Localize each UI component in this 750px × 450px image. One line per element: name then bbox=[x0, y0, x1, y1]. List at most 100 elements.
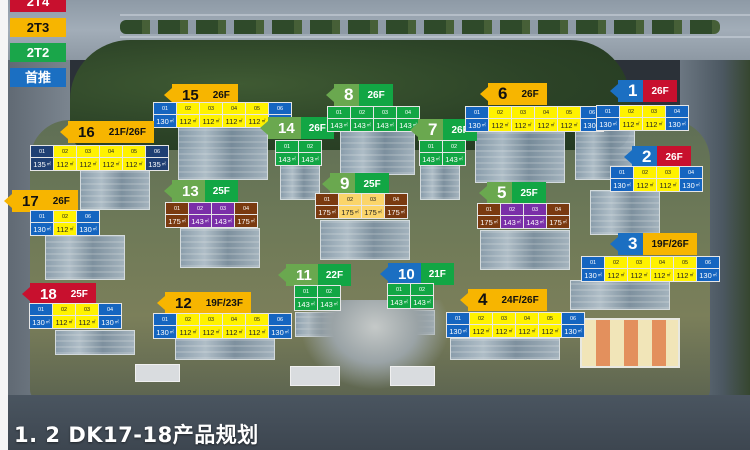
unit-area-value: 143 bbox=[503, 217, 516, 227]
area-unit: ㎡ bbox=[215, 329, 220, 334]
unit-area-value: 143 bbox=[214, 216, 227, 226]
unit-area-value: 130 bbox=[682, 180, 695, 190]
tower-2 bbox=[590, 190, 660, 235]
building-number: 13 bbox=[172, 180, 205, 202]
unit-code: 02 bbox=[177, 314, 199, 325]
tower-18 bbox=[55, 330, 135, 355]
area-unit: ㎡ bbox=[204, 218, 209, 223]
floor-count: 22F bbox=[317, 264, 352, 286]
area-unit: ㎡ bbox=[377, 209, 382, 214]
unit-area-value: 143 bbox=[422, 154, 435, 164]
tree-row bbox=[120, 20, 720, 34]
unit-area-value: 130 bbox=[468, 120, 481, 130]
unit-area-value: 143 bbox=[445, 154, 458, 164]
unit-area-value: 112 bbox=[56, 224, 69, 234]
tower-12 bbox=[175, 338, 275, 360]
bottom-road bbox=[0, 395, 750, 450]
unit-code: 02 bbox=[470, 313, 492, 324]
unit-code: 05 bbox=[246, 103, 268, 114]
unit-code: 04 bbox=[223, 314, 245, 325]
unit-area-value: 112 bbox=[225, 327, 238, 337]
low-building bbox=[390, 366, 435, 386]
unit-area-value: 112 bbox=[125, 159, 138, 169]
floor-count: 26F bbox=[643, 80, 677, 102]
unit-code: 04 bbox=[99, 304, 121, 315]
unit-area-value: 130 bbox=[156, 327, 169, 337]
area-unit: ㎡ bbox=[354, 209, 359, 214]
area-unit: ㎡ bbox=[458, 156, 463, 161]
area-unit: ㎡ bbox=[597, 272, 602, 277]
unit-area-value: 112 bbox=[607, 270, 620, 280]
area-unit: ㎡ bbox=[192, 329, 197, 334]
unit-code: 01 bbox=[154, 314, 176, 325]
tower-17 bbox=[45, 235, 125, 280]
unit-code: 01 bbox=[31, 146, 53, 157]
area-unit: ㎡ bbox=[333, 301, 338, 306]
building-number: 17 bbox=[12, 190, 45, 212]
unit-area-value: 143 bbox=[413, 297, 426, 307]
area-unit: ㎡ bbox=[91, 319, 96, 324]
area-unit: ㎡ bbox=[527, 122, 532, 127]
area-unit: ㎡ bbox=[620, 272, 625, 277]
area-unit: ㎡ bbox=[69, 226, 74, 231]
floor-count: 25F bbox=[62, 283, 96, 305]
unit-code: 01 bbox=[31, 211, 53, 222]
area-unit: ㎡ bbox=[366, 122, 371, 127]
low-building bbox=[135, 364, 180, 382]
building-number: 12 bbox=[165, 292, 198, 314]
unit-area-value: 112 bbox=[537, 120, 550, 130]
unit-area-value: 112 bbox=[645, 119, 658, 129]
area-unit: ㎡ bbox=[181, 218, 186, 223]
building-number: 14 bbox=[268, 117, 301, 139]
unit-area-value: 112 bbox=[636, 180, 649, 190]
tower-8 bbox=[340, 130, 415, 175]
floor-count: 26F bbox=[204, 84, 238, 106]
unit-code: 03 bbox=[362, 194, 384, 205]
unit-area-value: 130 bbox=[449, 326, 462, 336]
area-unit: ㎡ bbox=[672, 182, 677, 187]
unit-area-value: 112 bbox=[622, 119, 635, 129]
tower-9 bbox=[320, 220, 410, 260]
unit-area-value: 112 bbox=[560, 120, 573, 130]
unit-area-value: 112 bbox=[518, 326, 531, 336]
building-number: 2 bbox=[632, 146, 658, 168]
unit-area-value: 130 bbox=[613, 180, 626, 190]
unit-area-value: 130 bbox=[79, 224, 92, 234]
unit-area-value: 143 bbox=[297, 299, 310, 309]
area-unit: ㎡ bbox=[493, 219, 498, 224]
area-unit: ㎡ bbox=[400, 209, 405, 214]
unit-area-value: 143 bbox=[399, 120, 412, 130]
area-unit: ㎡ bbox=[577, 328, 582, 333]
tower-14 bbox=[280, 165, 320, 200]
unit-code: 06 bbox=[697, 257, 719, 268]
unit-area-value: 112 bbox=[102, 159, 115, 169]
area-unit: ㎡ bbox=[192, 118, 197, 123]
floor-count: 25F bbox=[204, 180, 238, 202]
unit-area-value: 112 bbox=[79, 159, 92, 169]
unit-area-value: 143 bbox=[320, 299, 333, 309]
